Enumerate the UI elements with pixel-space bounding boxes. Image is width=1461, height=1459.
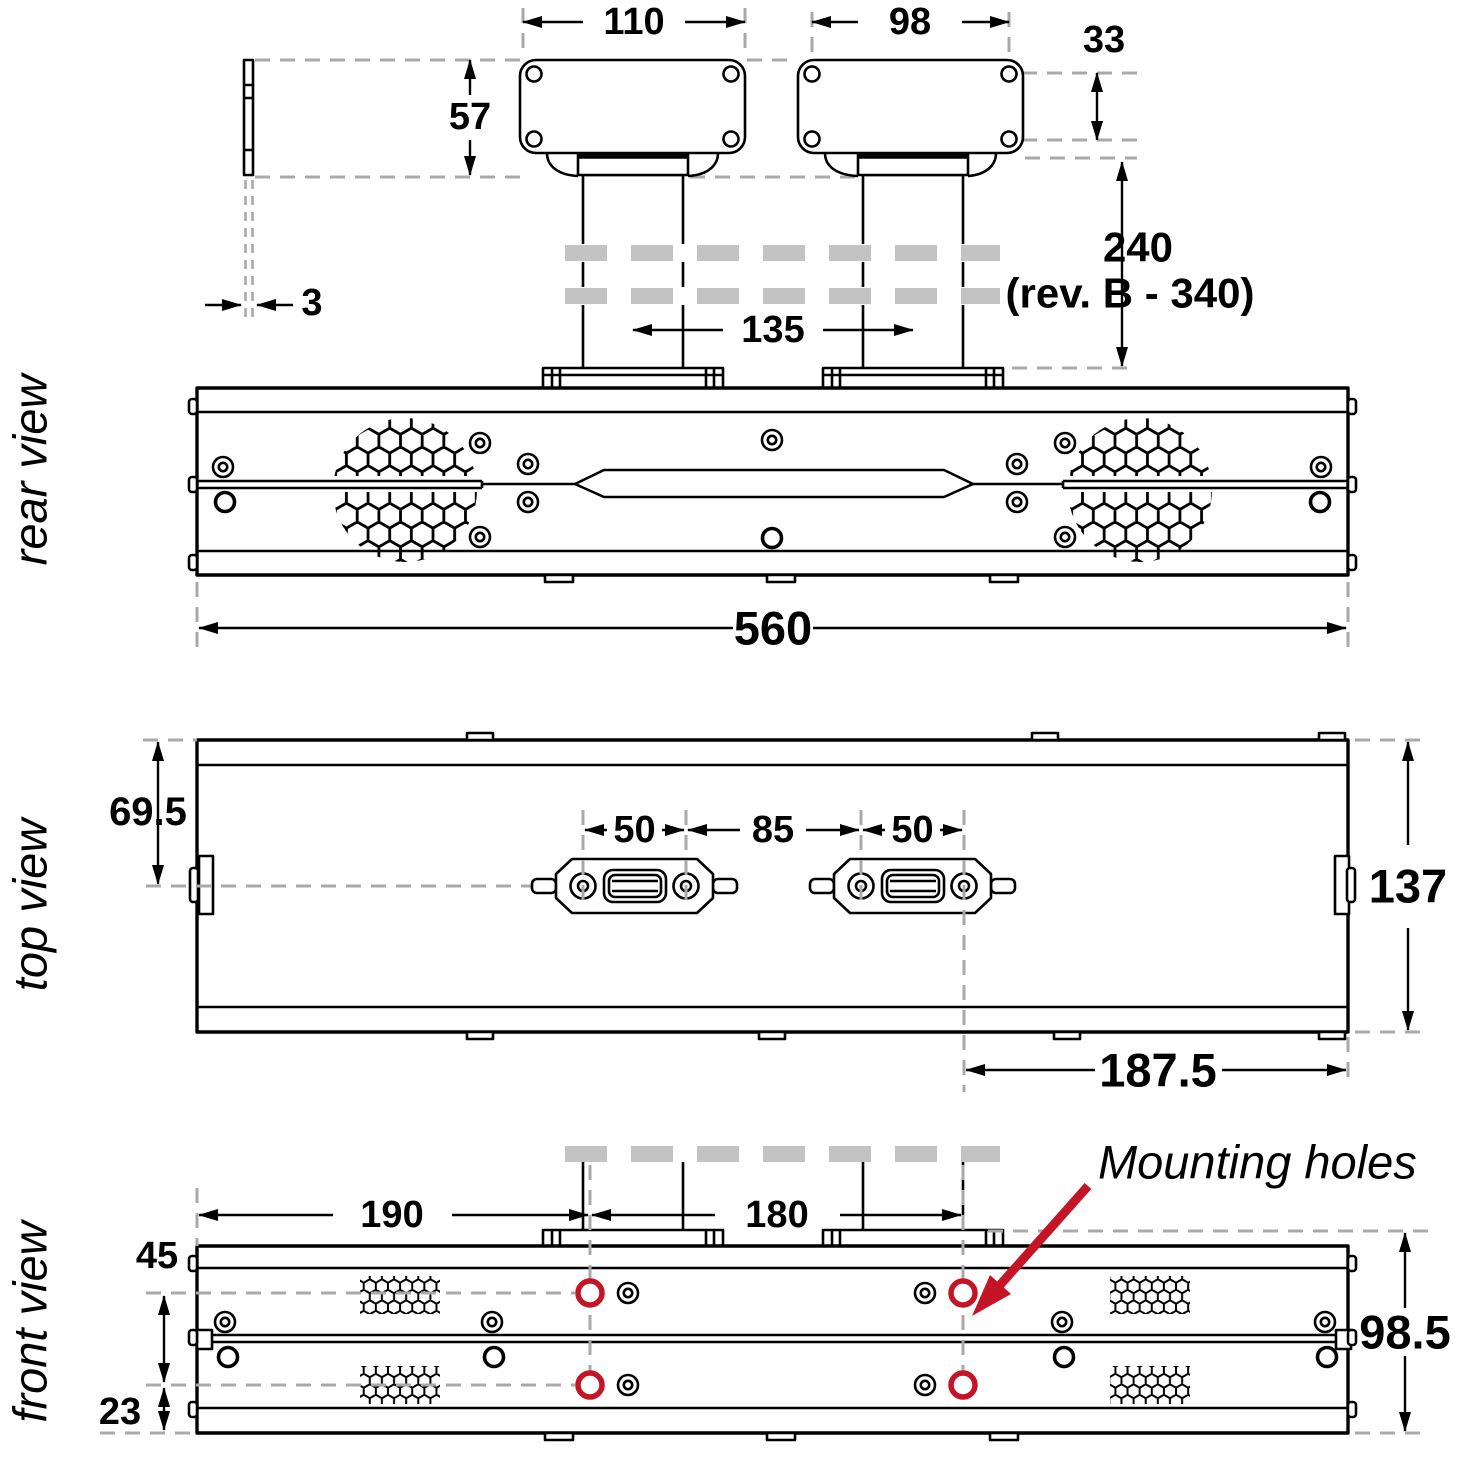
dim-axis-to-edge: 187.5 bbox=[1099, 1044, 1217, 1097]
front-view-label: front view bbox=[4, 1218, 57, 1422]
dim-bottom-offset: 23 bbox=[99, 1391, 141, 1433]
rear-body bbox=[187, 386, 1358, 584]
front-poles bbox=[541, 1146, 1005, 1249]
bracket-side-profile bbox=[242, 58, 255, 177]
left-pole bbox=[581, 173, 685, 372]
dim-gap: 85 bbox=[752, 809, 794, 851]
red-arrow-head bbox=[972, 1275, 1011, 1316]
vent-cluster bbox=[360, 1276, 440, 1314]
rear-view: rear view bbox=[4, 1, 1358, 655]
mounting-holes-annotation: Mounting holes bbox=[972, 1136, 1417, 1316]
left-foot bbox=[530, 857, 739, 915]
dim-row-spacing: 45 bbox=[136, 1235, 178, 1277]
top-body bbox=[146, 731, 1357, 1041]
mounting-hole bbox=[575, 1278, 605, 1308]
front-body bbox=[146, 1165, 1358, 1442]
dim-plate-thickness: 3 bbox=[301, 282, 322, 324]
pole-base-plates bbox=[541, 366, 1005, 392]
rear-screws bbox=[211, 428, 1333, 550]
right-foot bbox=[808, 857, 1017, 915]
right-bracket bbox=[796, 58, 1025, 372]
dim-hole-spacing: 180 bbox=[745, 1194, 808, 1236]
front-extension-lines bbox=[100, 1188, 1428, 1435]
dim-pole-length: 240 bbox=[1103, 224, 1173, 271]
mounting-hole bbox=[948, 1278, 978, 1308]
handle-cutout bbox=[573, 468, 975, 499]
top-view: top view bbox=[4, 731, 1447, 1097]
top-extension-lines bbox=[143, 738, 1428, 1092]
dim-depth: 137 bbox=[1369, 860, 1447, 913]
red-arrow-shaft bbox=[996, 1183, 1092, 1288]
right-pole bbox=[861, 173, 965, 372]
dim-slot-right: 50 bbox=[891, 809, 933, 851]
front-dimensions: 190 180 45 23 98.5 bbox=[99, 1194, 1451, 1433]
mounting-holes bbox=[575, 1278, 978, 1400]
dim-body-width: 560 bbox=[734, 602, 812, 655]
dim-edge-to-hole: 190 bbox=[360, 1194, 423, 1236]
left-bracket bbox=[518, 58, 747, 372]
rear-dimensions: 110 98 33 57 3 240 (rev. B - 340) 135 56… bbox=[198, 1, 1347, 655]
middle-rail bbox=[197, 468, 1348, 499]
front-view: front view bbox=[4, 1136, 1451, 1442]
dim-edge-to-axis: 69.5 bbox=[109, 790, 187, 834]
pole-break-marks bbox=[558, 244, 1007, 305]
dim-bracket-hole-spacing: 98 bbox=[889, 1, 931, 43]
rear-view-label: rear view bbox=[4, 372, 57, 566]
mounting-hole bbox=[575, 1370, 605, 1400]
mounting-holes-label: Mounting holes bbox=[1098, 1136, 1417, 1189]
vent-cluster bbox=[1110, 1276, 1190, 1314]
dim-bracket-width: 110 bbox=[603, 1, 664, 43]
top-view-label: top view bbox=[4, 816, 57, 991]
dim-pole-length-alt: (rev. B - 340) bbox=[1006, 270, 1255, 317]
rear-extension-lines bbox=[195, 8, 1350, 652]
dim-height: 98.5 bbox=[1359, 1306, 1450, 1359]
dim-slot-left: 50 bbox=[613, 809, 655, 851]
front-screws bbox=[213, 1281, 1339, 1397]
mounting-hole bbox=[948, 1370, 978, 1400]
top-dimensions: 69.5 50 85 50 137 187.5 bbox=[109, 741, 1447, 1097]
dim-bracket-height: 57 bbox=[449, 96, 491, 138]
dim-pole-spacing: 135 bbox=[741, 309, 804, 351]
vent-cluster bbox=[1110, 1366, 1190, 1404]
dim-hole-rows: 33 bbox=[1083, 19, 1125, 61]
